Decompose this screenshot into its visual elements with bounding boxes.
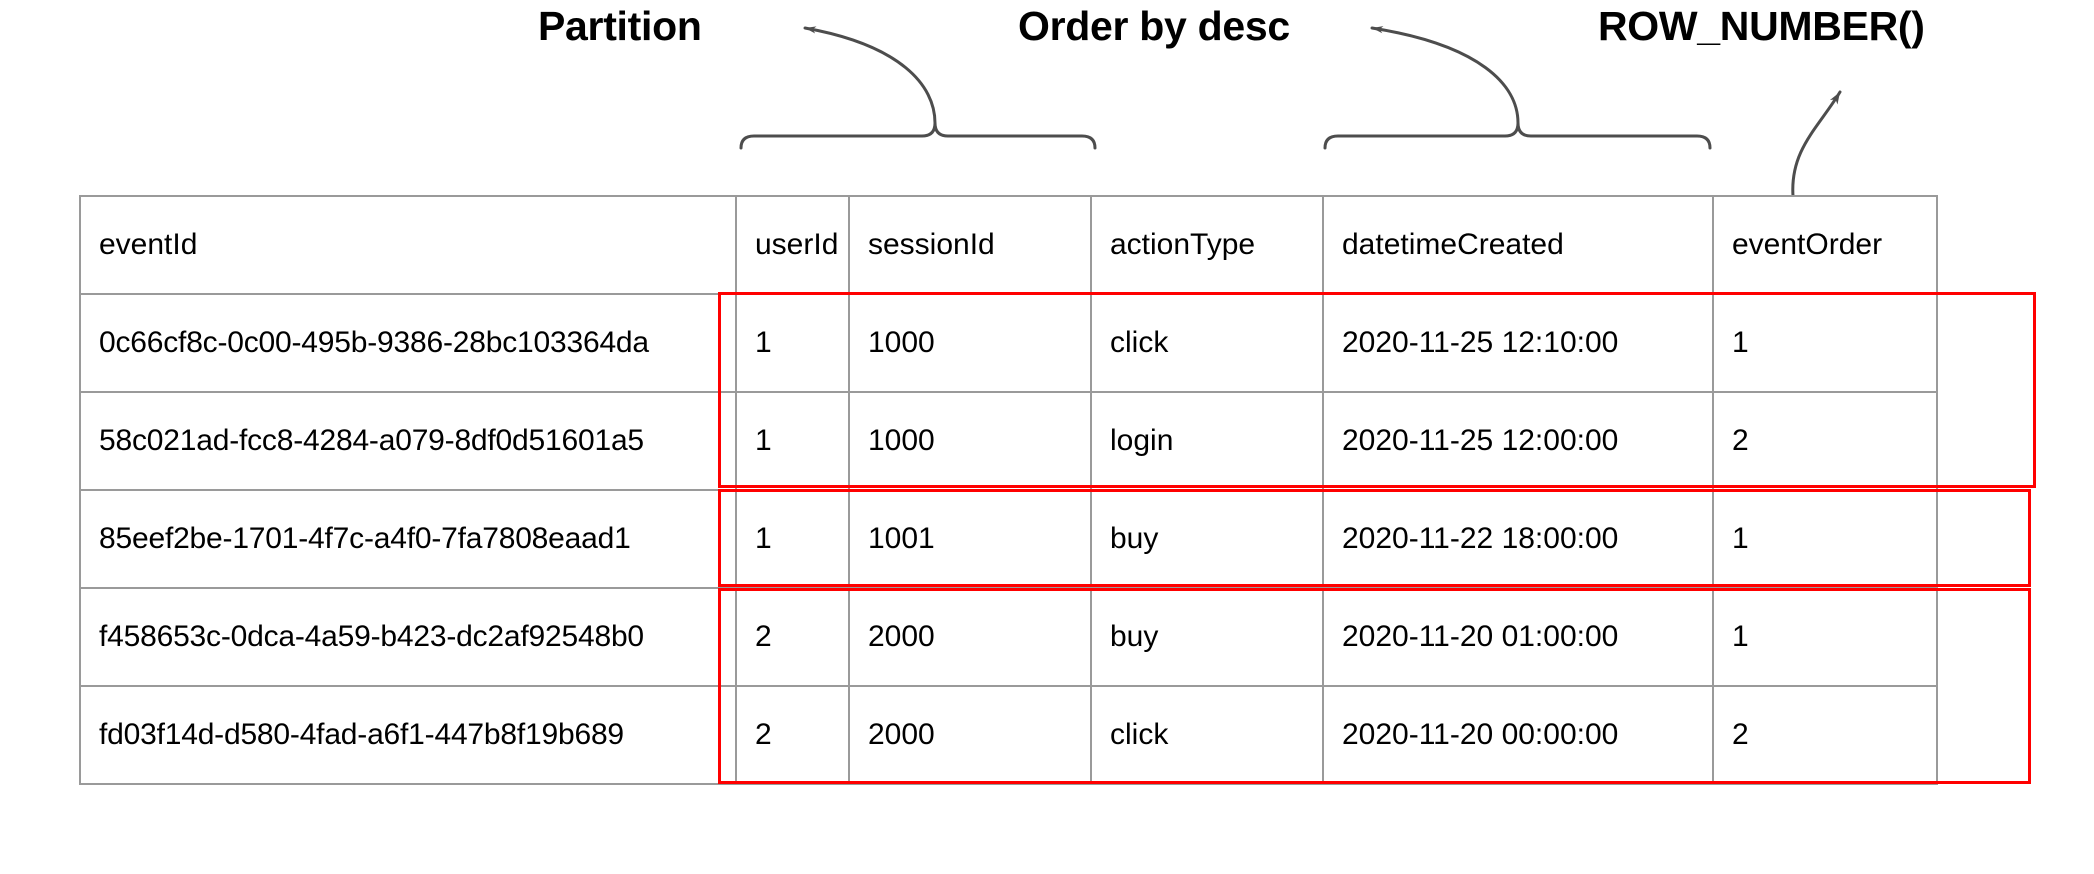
column-header-userid: userId <box>735 195 850 295</box>
annotation-label-order-by: Order by desc <box>1018 3 1290 49</box>
cell-eventid: 0c66cf8c-0c00-495b-9386-28bc103364da <box>79 293 737 393</box>
cell-actiontype: buy <box>1090 489 1324 589</box>
cell-eventorder: 2 <box>1712 685 1938 785</box>
column-header-actiontype: actionType <box>1090 195 1324 295</box>
cell-actiontype: buy <box>1090 587 1324 687</box>
column-header-sessionid: sessionId <box>848 195 1092 295</box>
cell-actiontype: login <box>1090 391 1324 491</box>
cell-eventid: fd03f14d-d580-4fad-a6f1-447b8f19b689 <box>79 685 737 785</box>
column-header-eventid: eventId <box>79 195 737 295</box>
cell-sessionid: 2000 <box>848 685 1092 785</box>
column-header-eventorder: eventOrder <box>1712 195 1938 295</box>
column-header-datetimecreated: datetimeCreated <box>1322 195 1714 295</box>
arrow-to-partition-label <box>803 26 937 125</box>
table-row: 85eef2be-1701-4f7c-a4f0-7fa7808eaad1 1 1… <box>79 489 1938 589</box>
cell-actiontype: click <box>1090 293 1324 393</box>
cell-datetimecreated: 2020-11-25 12:10:00 <box>1322 293 1714 393</box>
cell-datetimecreated: 2020-11-22 18:00:00 <box>1322 489 1714 589</box>
cell-datetimecreated: 2020-11-20 01:00:00 <box>1322 587 1714 687</box>
cell-eventid: 58c021ad-fcc8-4284-a079-8df0d51601a5 <box>79 391 737 491</box>
events-table: eventId userId sessionId actionType date… <box>79 195 1938 785</box>
cell-actiontype: click <box>1090 685 1324 785</box>
cell-eventorder: 1 <box>1712 293 1938 393</box>
cell-datetimecreated: 2020-11-20 00:00:00 <box>1322 685 1714 785</box>
annotation-label-partition: Partition <box>538 3 702 49</box>
cell-eventid: f458653c-0dca-4a59-b423-dc2af92548b0 <box>79 587 737 687</box>
cell-eventorder: 1 <box>1712 489 1938 589</box>
cell-userid: 1 <box>735 391 850 491</box>
cell-eventorder: 2 <box>1712 391 1938 491</box>
table-row: f458653c-0dca-4a59-b423-dc2af92548b0 2 2… <box>79 587 1938 687</box>
cell-sessionid: 1000 <box>848 391 1092 491</box>
table-header-row: eventId userId sessionId actionType date… <box>79 195 1938 295</box>
cell-userid: 2 <box>735 685 850 785</box>
cell-eventid: 85eef2be-1701-4f7c-a4f0-7fa7808eaad1 <box>79 489 737 589</box>
arrow-to-order-by-label <box>1370 26 1520 125</box>
cell-userid: 1 <box>735 293 850 393</box>
table-row: 58c021ad-fcc8-4284-a079-8df0d51601a5 1 1… <box>79 391 1938 491</box>
cell-sessionid: 1000 <box>848 293 1092 393</box>
table-row: 0c66cf8c-0c00-495b-9386-28bc103364da 1 1… <box>79 293 1938 393</box>
cell-userid: 1 <box>735 489 850 589</box>
cell-eventorder: 1 <box>1712 587 1938 687</box>
brace-partition <box>739 122 1097 150</box>
cell-datetimecreated: 2020-11-25 12:00:00 <box>1322 391 1714 491</box>
cell-sessionid: 1001 <box>848 489 1092 589</box>
cell-sessionid: 2000 <box>848 587 1092 687</box>
table-row: fd03f14d-d580-4fad-a6f1-447b8f19b689 2 2… <box>79 685 1938 785</box>
cell-userid: 2 <box>735 587 850 687</box>
arrow-to-row-number-label <box>1791 90 1842 198</box>
annotation-label-row-number: ROW_NUMBER() <box>1598 3 1925 49</box>
brace-order-by <box>1323 122 1712 150</box>
